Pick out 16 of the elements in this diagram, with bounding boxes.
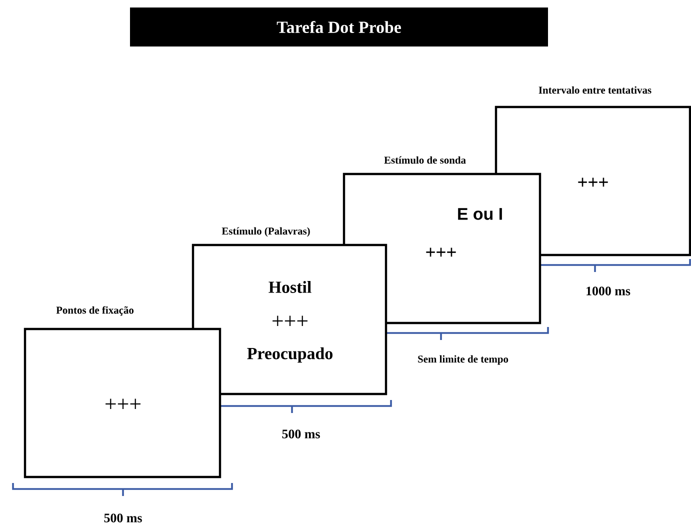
title-banner: Tarefa Dot Probe (130, 8, 548, 46)
fixation-cross: +++ (426, 248, 456, 257)
screen-heading: Estímulo (Palavras) (222, 227, 310, 237)
duration-label: 1000 ms (586, 286, 630, 296)
stimulus-word: Hostil (268, 281, 312, 293)
duration-label: 500 ms (282, 430, 320, 438)
fixation-cross: +++ (272, 316, 308, 326)
screen-heading: Pontos de fixação (56, 306, 134, 316)
probe-letter: E ou I (458, 208, 502, 220)
stimulus-word: Preocupado (247, 347, 332, 363)
screen-heading: Estímulo de sonda (384, 156, 466, 164)
fixation-cross: +++ (578, 178, 608, 187)
duration-label: Sem limite de tempo (418, 355, 508, 365)
duration-label: 500 ms (104, 514, 142, 522)
screen-heading: Intervalo entre tentativas (538, 86, 652, 94)
fixation-cross: +++ (106, 398, 140, 409)
